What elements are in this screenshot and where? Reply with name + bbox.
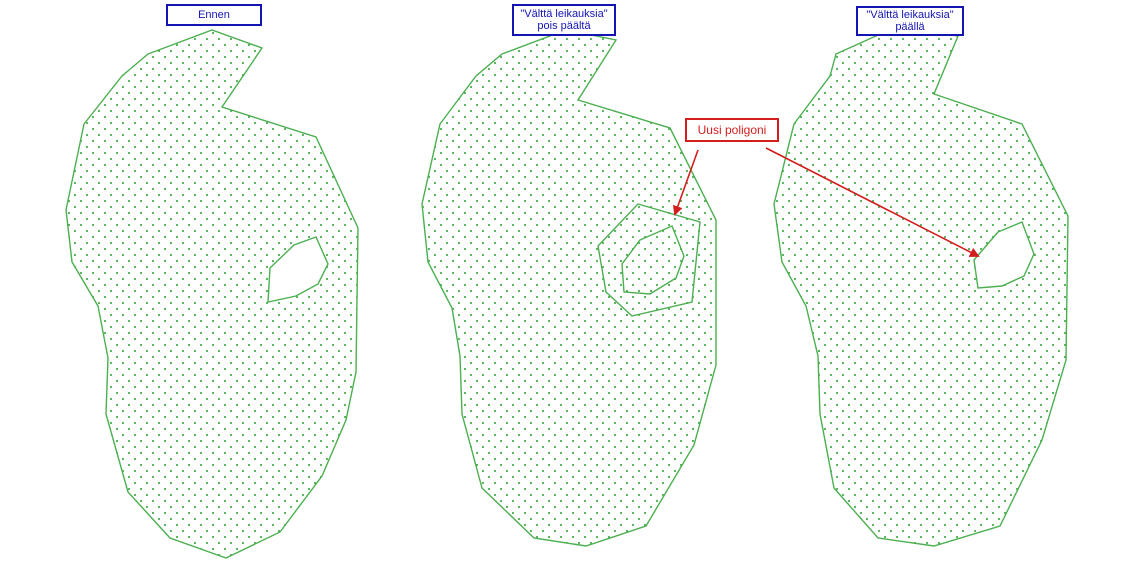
callout-text: Uusi poligoni — [697, 123, 767, 137]
panel-before — [65, 29, 359, 559]
label-line: "Välttä leikauksia" — [866, 9, 954, 21]
panel-avoid-on — [773, 25, 1069, 547]
label-line: pois päältä — [537, 20, 591, 32]
area-polygon — [421, 29, 717, 547]
callout-arrow-to-new-polygon — [673, 149, 699, 216]
callout-new-polygon: Uusi poligoni — [685, 118, 779, 142]
callout-arrow-to-clipped-area — [765, 147, 980, 257]
label-line: päällä — [895, 21, 925, 33]
area-polygon — [65, 29, 359, 559]
new-polygon-inner — [621, 225, 685, 295]
panel-label-before: Ennen — [166, 4, 262, 26]
panel-label-avoid-off: "Välttä leikauksia" pois päältä — [512, 4, 616, 36]
label-line: "Välttä leikauksia" — [520, 8, 608, 20]
new-polygon-outer — [597, 203, 701, 317]
area-polygon — [773, 25, 1069, 547]
panel-label-avoid-on: "Välttä leikauksia" päällä — [856, 6, 964, 36]
panel-avoid-off — [421, 29, 717, 547]
label-line: Ennen — [198, 9, 230, 21]
